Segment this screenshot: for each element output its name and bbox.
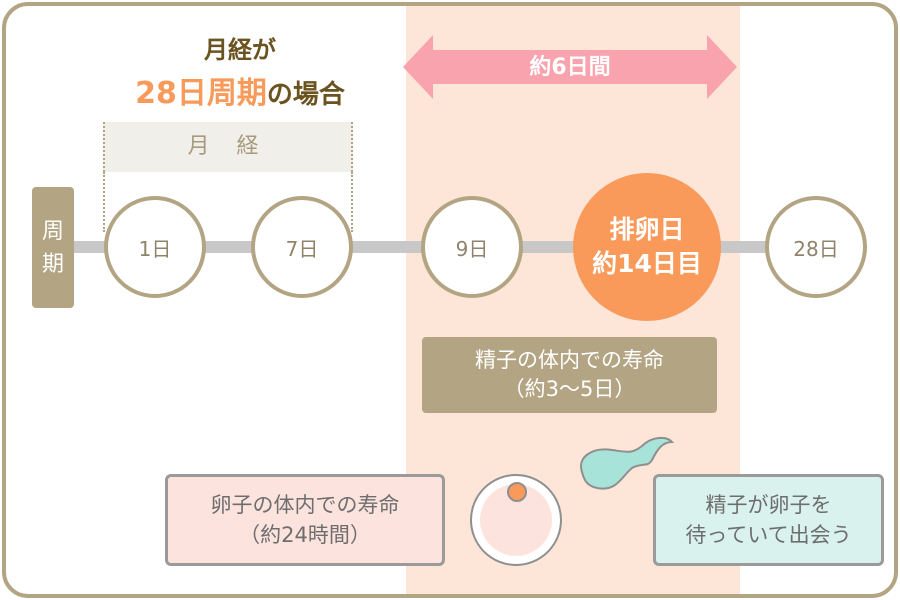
day-7-circle: 7日 <box>251 196 353 298</box>
egg-lifespan-box: 卵子の体内での寿命 （約24時間） <box>165 474 445 566</box>
meeting-box: 精子が卵子を待っていて出会う <box>653 474 884 566</box>
cycle-label-2: 期 <box>41 251 64 277</box>
ovulation-line1: 排卵日 <box>609 215 685 245</box>
egg-life-line1: 卵子の体内での寿命 <box>210 492 400 517</box>
sperm-life-line2: （約3～5日） <box>503 377 636 401</box>
title-line2: 28日周期の場合 <box>100 68 380 112</box>
sperm-life-line1: 精子の体内での寿命 <box>475 347 664 372</box>
fertile-window-label: 約6日間 <box>529 55 611 80</box>
egg-cell-icon <box>470 474 562 566</box>
title-highlight: 28日周期 <box>135 76 267 111</box>
day-1-circle: 1日 <box>104 196 206 298</box>
menstruation-label: 月 経 <box>103 122 353 172</box>
ovulation-line2: 約14日目 <box>592 249 702 278</box>
cycle-label: 周期 <box>32 187 74 308</box>
day-28-circle: 28日 <box>765 196 867 298</box>
egg-life-line2: （約24時間） <box>239 523 371 547</box>
cycle-label-1: 周 <box>41 218 64 244</box>
sperm-icon <box>580 436 675 490</box>
day-9-circle: 9日 <box>421 196 523 298</box>
double-arrow-icon <box>403 35 737 99</box>
meeting-line1: 精子が卵子を <box>705 492 832 517</box>
title-suffix: の場合 <box>266 80 345 110</box>
sperm-lifespan-box: 精子の体内での寿命 （約3～5日） <box>422 337 717 413</box>
menstruation-end-marker <box>351 172 353 232</box>
ovulation-day-circle: 排卵日約14日目 <box>573 173 721 321</box>
title-line1: 月経が <box>204 36 276 64</box>
meeting-line2: 待っていて出会う <box>685 523 852 547</box>
menstruation-start-marker <box>103 172 105 232</box>
